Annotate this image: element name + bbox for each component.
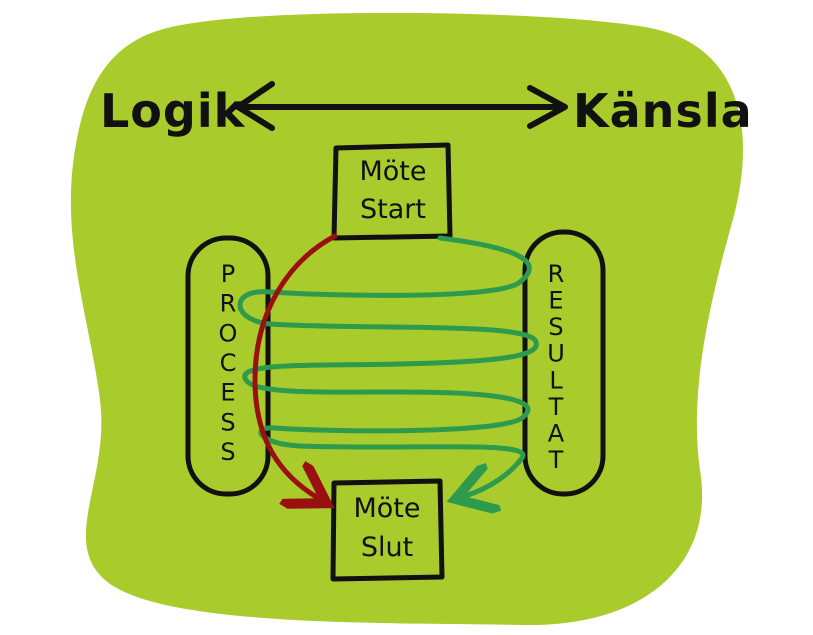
- process-letter: E: [220, 379, 235, 407]
- process-letter: P: [221, 260, 235, 288]
- resultat-letter: S: [548, 313, 563, 341]
- resultat-letter: U: [547, 340, 565, 368]
- resultat-letter: R: [548, 260, 565, 288]
- process-letter: S: [220, 408, 235, 436]
- process-letter: O: [219, 319, 238, 347]
- logic-feeling-arrow: [235, 81, 568, 131]
- resultat-letter: E: [548, 287, 563, 315]
- red-direct-path: [252, 233, 338, 498]
- process-letter: C: [220, 349, 237, 377]
- start-box: Möte Start: [331, 142, 453, 241]
- kansla-label: Känsla: [573, 84, 753, 138]
- start-box-line2: Start: [360, 194, 426, 225]
- start-box-line1: Möte: [359, 156, 426, 187]
- process-letter: S: [220, 438, 235, 466]
- resultat-letter: L: [549, 366, 563, 394]
- end-box: Möte Slut: [330, 478, 445, 582]
- end-box-line2: Slut: [361, 532, 413, 563]
- resultat-letter: T: [548, 393, 564, 421]
- resultat-letter: A: [548, 419, 565, 447]
- process-letter: R: [220, 290, 237, 318]
- resultat-letter: T: [548, 446, 564, 474]
- logik-label: Logik: [100, 84, 246, 138]
- end-box-line1: Möte: [353, 493, 420, 524]
